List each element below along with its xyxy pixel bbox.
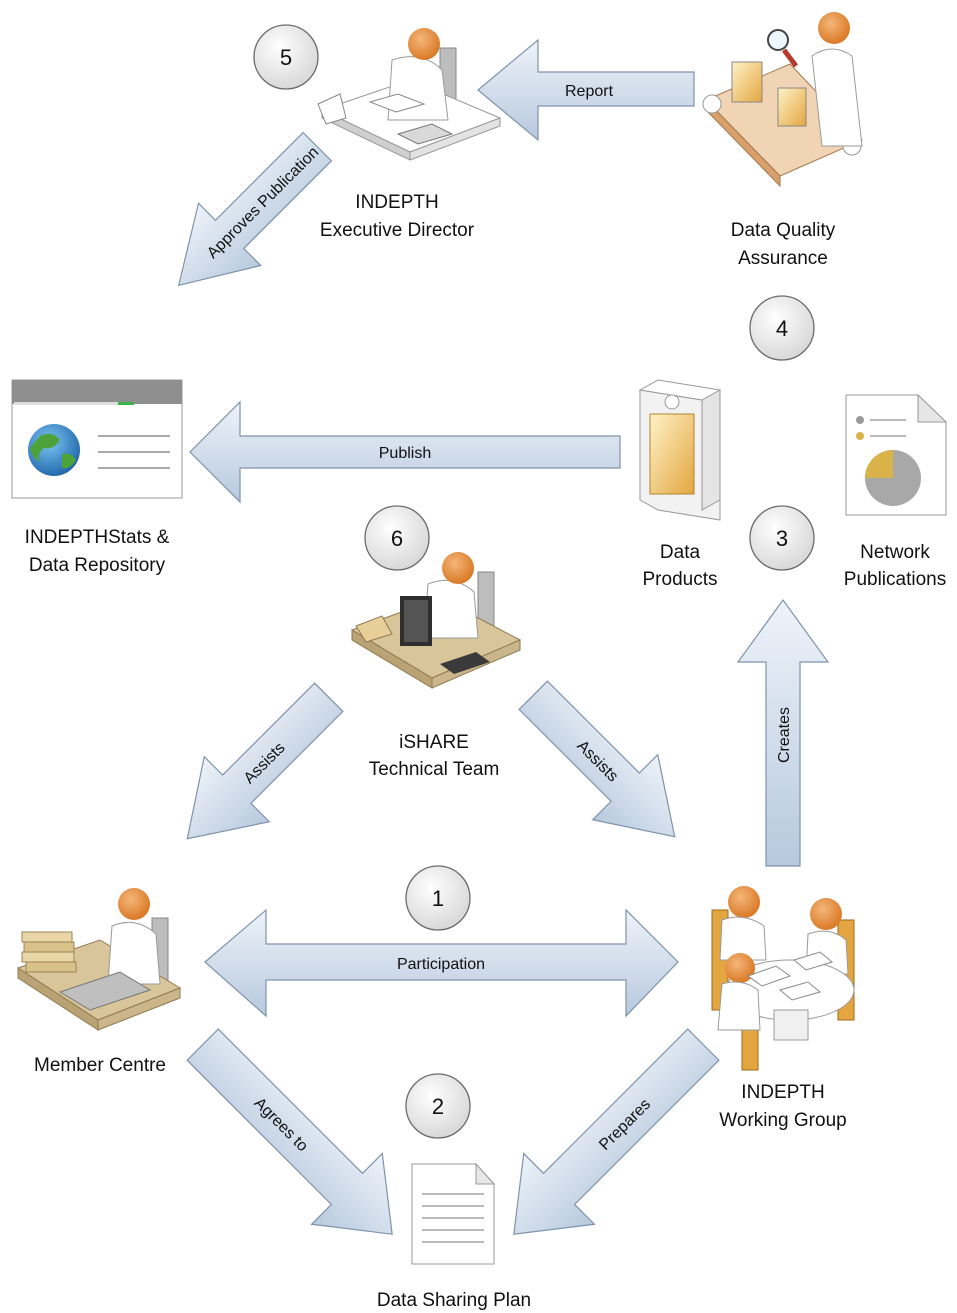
executive-director-label: INDEPTH Executive Director [320,192,475,241]
label-line: Publications [844,569,946,590]
data-quality-label: Data Quality Assurance [731,220,836,269]
ishare-team-label: iSHARE Technical Team [369,732,500,780]
data-quality-assurance-icon [702,12,863,188]
label-line: Member Centre [34,1055,166,1076]
approves-publication-label: Approves Publication [204,144,322,262]
step-5-circle: 5 [253,24,319,90]
label-line: INDEPTH [741,1082,824,1103]
step-5-number: 5 [280,45,292,70]
step-3-number: 3 [776,526,788,551]
label-line: Data Repository [29,555,166,576]
data-products-label: Data Products [643,542,718,590]
label-line: iSHARE [399,732,469,753]
working-group-icon [711,886,855,1071]
member-centre-label: Member Centre [34,1055,166,1076]
label-line: INDEPTH [355,192,438,213]
step-4-circle: 4 [749,295,815,361]
label-line: Products [643,569,718,590]
report-label: Report [565,83,614,100]
network-publications-icon [845,393,948,516]
document-icon [411,1162,496,1265]
step-2-circle: 2 [405,1073,471,1139]
publish-arrow: Publish [189,400,621,504]
stats-repository-label: INDEPTHStats & Data Repository [25,527,170,576]
label-line: Working Group [719,1110,846,1131]
working-group-label: INDEPTH Working Group [719,1082,846,1131]
data-products-icon [638,379,722,521]
step-6-number: 6 [391,526,403,551]
assists-right-arrow: Assists [518,680,676,838]
member-centre-icon [16,888,182,1031]
publish-label: Publish [379,445,431,462]
data-sharing-plan-label: Data Sharing Plan [377,1290,531,1311]
assists-left-arrow: Assists [186,682,344,840]
label-line: Technical Team [369,759,500,780]
participation-arrow: Participation [204,908,679,1018]
website-repository-icon [11,379,183,499]
label-line: Executive Director [320,220,475,241]
step-1-circle: 1 [405,865,471,931]
label-line: Data Quality [731,220,836,241]
label-line: Data Sharing Plan [377,1290,531,1311]
label-line: Assurance [738,248,828,269]
ishare-technical-team-icon [350,552,522,689]
approves-publication-arrow: Approves Publication [177,131,333,287]
step-3-circle: 3 [749,505,815,571]
label-line: INDEPTHStats & [25,527,170,548]
creates-arrow: Creates [736,598,830,867]
label-line: Data [660,542,701,563]
step-1-number: 1 [432,886,444,911]
executive-director-icon [317,28,502,161]
label-line: Network [860,542,930,563]
prepares-arrow: Prepares [513,1028,720,1235]
creates-label: Creates [776,707,793,763]
agrees-to-arrow: Agrees to [186,1028,393,1235]
participation-label: Participation [397,956,485,973]
step-4-number: 4 [776,316,788,341]
report-arrow: Report [477,38,695,142]
network-publications-label: Network Publications [844,542,946,590]
step-6-circle: 6 [364,505,430,571]
step-2-number: 2 [432,1094,444,1119]
